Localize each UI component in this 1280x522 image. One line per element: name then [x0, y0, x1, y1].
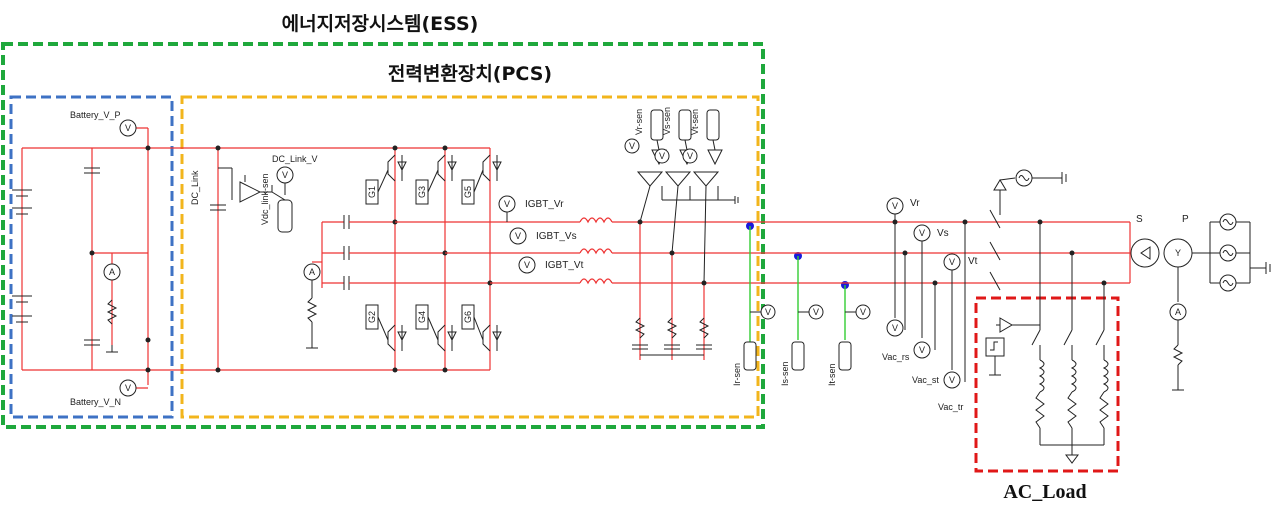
- svg-text:V: V: [892, 323, 898, 333]
- dc-link-voltmeter: V: [276, 166, 294, 195]
- svg-text:G4: G4: [417, 311, 427, 323]
- igbt-g5: G5: [461, 154, 502, 205]
- dc-link-v-label: DC_Link_V: [272, 154, 318, 164]
- s-label: S: [1136, 214, 1143, 225]
- svg-text:G2: G2: [367, 311, 377, 323]
- svg-text:V: V: [813, 307, 819, 317]
- svg-text:V: V: [504, 199, 510, 209]
- svg-text:V: V: [629, 141, 635, 151]
- filter-inductors: [579, 217, 835, 285]
- svg-text:V: V: [282, 170, 288, 180]
- vs-label: Vs: [937, 228, 949, 239]
- svg-text:A: A: [309, 267, 315, 277]
- ammeter-symbol: A: [109, 267, 115, 277]
- voltmeter-vac-tr: V: [943, 371, 961, 389]
- grid-transformer: Y S P A: [1129, 213, 1271, 391]
- dc-ammeter: A: [303, 261, 322, 349]
- current-sensors: [743, 221, 880, 371]
- voltmeter-vt-sen: V: [682, 148, 698, 164]
- battery-v-n-label: Battery_V_N: [70, 397, 121, 407]
- vr-label: Vr: [910, 198, 920, 209]
- battery-boundary: [9, 95, 174, 419]
- vac-tr-label: Vac_tr: [938, 402, 963, 412]
- svg-text:V: V: [125, 383, 131, 393]
- svg-text:G1: G1: [367, 186, 377, 198]
- vt-label: Vt: [968, 256, 978, 267]
- p-label: P: [1182, 214, 1189, 225]
- svg-text:V: V: [949, 375, 955, 385]
- grid-breaker: [989, 169, 1067, 291]
- vs-sen-label: Vs-sen: [662, 107, 672, 135]
- dc-link-label: DC_Link: [190, 170, 200, 205]
- pcs-title: 전력변환장치(PCS): [388, 63, 552, 85]
- ammeter-battery: A: [103, 263, 121, 281]
- voltage-sensors: [636, 109, 739, 284]
- voltmeter-vs: V: [913, 224, 931, 242]
- igbt-g2: G2: [365, 304, 407, 352]
- svg-text:V: V: [659, 151, 665, 161]
- is-sen-label: Is-sen: [780, 361, 790, 386]
- vac-rs-label: Vac_rs: [882, 352, 910, 362]
- svg-text:V: V: [860, 307, 866, 317]
- grid-lines: [880, 214, 1130, 382]
- pcs-boundary: [180, 95, 760, 419]
- svg-text:G5: G5: [463, 186, 473, 198]
- svg-text:V: V: [524, 260, 530, 270]
- vr-sen-label: Vr-sen: [634, 109, 644, 135]
- svg-text:V: V: [892, 201, 898, 211]
- ac-load-title: AC_Load: [1003, 481, 1086, 503]
- igbt-g3: G3: [415, 154, 457, 205]
- voltmeter-battery-v-p: V: [119, 119, 148, 137]
- svg-text:Y: Y: [1175, 248, 1181, 258]
- ammeter-ir-sen: V: [750, 304, 776, 320]
- voltmeter-battery-v-n: V: [119, 379, 148, 397]
- igbt-g4: G4: [415, 304, 457, 352]
- ac-load-boundary: [974, 296, 1120, 473]
- svg-text:V: V: [515, 231, 521, 241]
- inverter-bridge: [321, 145, 580, 373]
- dc-link-capacitor: [210, 145, 226, 373]
- ac-load: [985, 219, 1109, 464]
- svg-text:V: V: [687, 151, 693, 161]
- svg-text:G3: G3: [417, 186, 427, 198]
- voltmeter-igbt-vr: V: [498, 195, 516, 222]
- igbt-g6: G6: [461, 304, 502, 352]
- svg-text:A: A: [1175, 307, 1181, 317]
- svg-text:G6: G6: [463, 311, 473, 323]
- svg-text:V: V: [949, 257, 955, 267]
- dc-link-sensor: [218, 167, 293, 233]
- voltmeter-igbt-vs: V: [509, 227, 527, 245]
- svg-text:V: V: [919, 228, 925, 238]
- ir-sen-label: Ir-sen: [732, 363, 742, 386]
- battery-bank: [12, 128, 490, 385]
- battery-v-p-label: Battery_V_P: [70, 110, 121, 120]
- igbt-vs-label: IGBT_Vs: [536, 231, 577, 242]
- svg-text:V: V: [125, 123, 131, 133]
- voltmeter-vr-sen: V: [624, 138, 640, 154]
- igbt-vt-label: IGBT_Vt: [545, 260, 584, 271]
- ammeter-it-sen: V: [845, 304, 871, 320]
- svg-text:V: V: [919, 345, 925, 355]
- vdc-link-sen-label: Vdc_link-sen: [260, 173, 270, 225]
- filter-capacitors: [632, 219, 712, 360]
- voltmeter-vt: V: [943, 253, 961, 271]
- voltmeter-vac-rs: V: [886, 319, 904, 337]
- ammeter-is-sen: V: [798, 304, 824, 320]
- voltmeter-igbt-vt: V: [518, 256, 536, 274]
- ess-boundary: [1, 42, 765, 429]
- vac-st-label: Vac_st: [912, 375, 939, 385]
- ess-title: 에너지저장시스템(ESS): [282, 13, 479, 35]
- voltmeter-vac-st: V: [913, 341, 931, 359]
- it-sen-label: It-sen: [827, 363, 837, 386]
- igbt-g1: G1: [365, 154, 407, 205]
- igbt-vr-label: IGBT_Vr: [525, 199, 564, 210]
- vt-sen-label: Vt-sen: [690, 109, 700, 135]
- voltmeter-vs-sen: V: [654, 148, 670, 164]
- voltmeter-vr: V: [886, 197, 904, 215]
- svg-text:V: V: [765, 307, 771, 317]
